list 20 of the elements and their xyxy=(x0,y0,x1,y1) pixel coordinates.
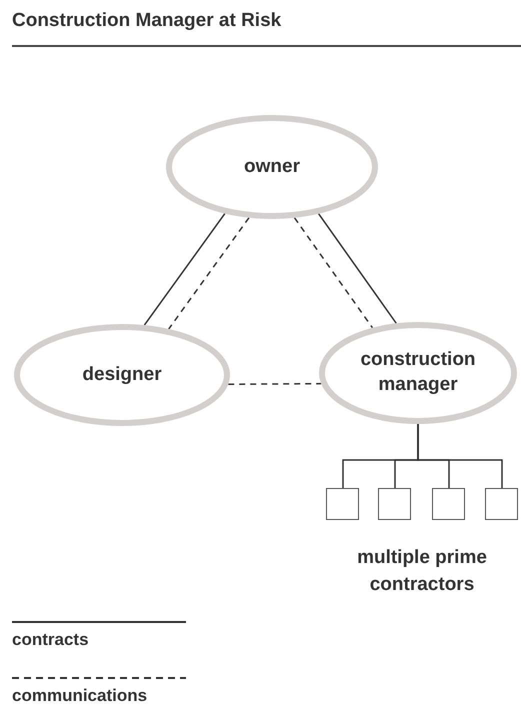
role-ellipse xyxy=(14,324,230,426)
contractor-box xyxy=(326,488,359,520)
solid-line xyxy=(144,213,226,326)
role-ellipse xyxy=(166,115,378,219)
title: Construction Manager at Risk xyxy=(12,10,282,32)
node-label: construction manager xyxy=(359,348,477,397)
legend-label: communications xyxy=(12,686,148,706)
dashed-line xyxy=(228,382,322,386)
solid-line xyxy=(318,213,397,324)
dashed-line xyxy=(294,217,374,328)
group-caption: multiple prime contractors xyxy=(356,546,488,597)
contractor-box xyxy=(432,488,465,520)
dashed-line xyxy=(168,217,250,330)
role-ellipse xyxy=(319,322,517,424)
node-label: designer xyxy=(82,362,162,387)
contractor-box xyxy=(378,488,411,520)
contractor-box xyxy=(485,488,518,520)
legend-label: contracts xyxy=(12,630,89,650)
node-label: owner xyxy=(244,154,300,179)
solid-line xyxy=(417,424,503,488)
